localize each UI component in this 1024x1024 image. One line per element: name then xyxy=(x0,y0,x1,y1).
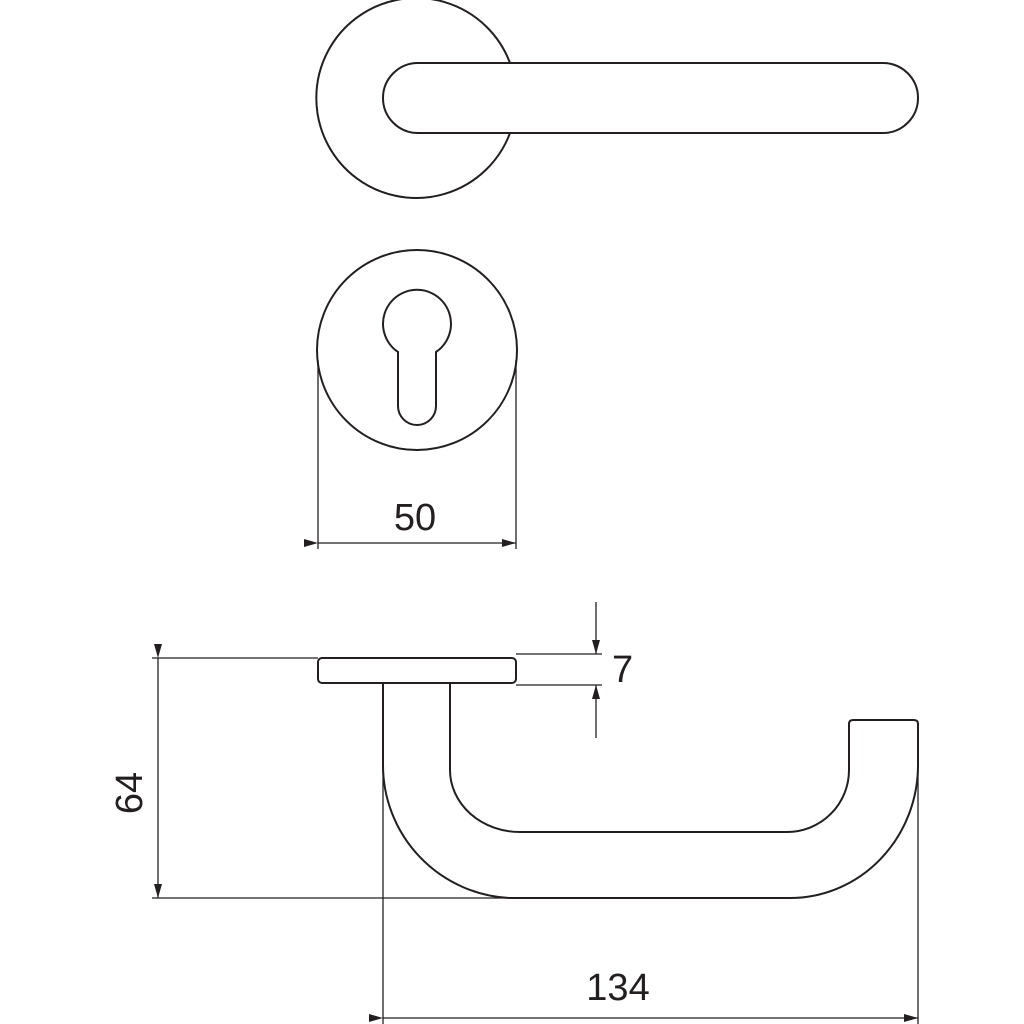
dimension-label-lever-height: 64 xyxy=(109,772,151,814)
rose-side-outline xyxy=(317,657,517,684)
dimension-label-rose-diameter: 50 xyxy=(394,497,436,539)
side-view-lever: 7 64 134 xyxy=(109,602,919,1024)
escutcheon-view: 50 xyxy=(304,249,518,549)
dimension-label-lever-length: 134 xyxy=(586,967,649,1009)
dimension-label-rose-thickness: 7 xyxy=(612,649,633,691)
top-view-lever-on-rose xyxy=(315,0,919,199)
lever-top-outline xyxy=(382,62,919,134)
lever-side-outline xyxy=(381,683,919,899)
escutcheon-outline xyxy=(316,249,518,451)
keyhole-profile-cylinder xyxy=(382,288,452,426)
rose-outline xyxy=(315,0,511,199)
